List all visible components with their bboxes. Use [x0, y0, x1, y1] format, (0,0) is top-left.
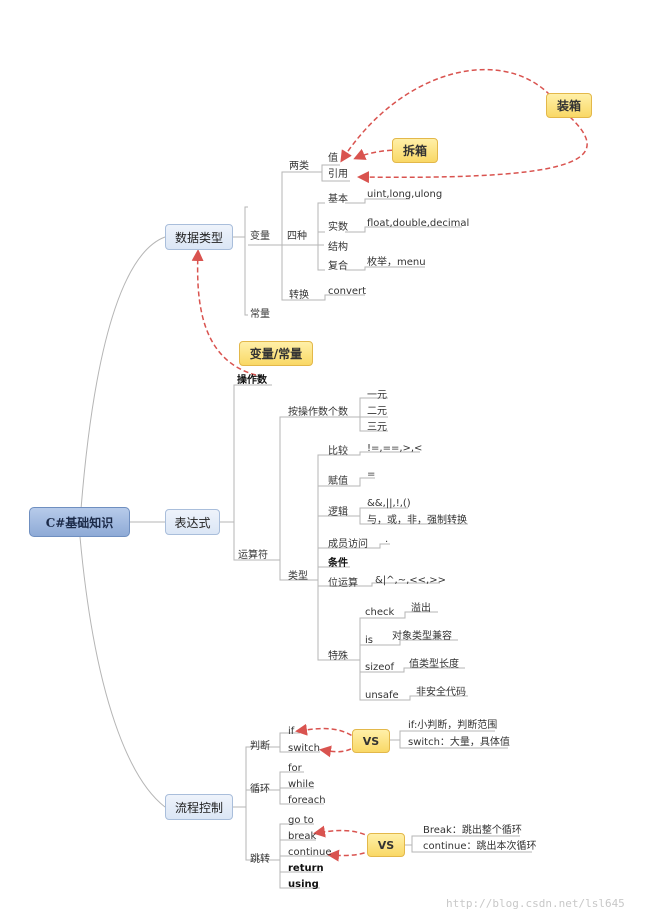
branch-flow-control[interactable]: 流程控制 [165, 794, 233, 820]
node-check[interactable]: check [365, 607, 395, 618]
callout-vs-jump: VS [367, 833, 405, 857]
node-while[interactable]: while [288, 779, 315, 790]
node-is-desc[interactable]: 对象类型兼容 [392, 631, 452, 642]
node-member-op[interactable]: . [385, 534, 389, 545]
node-if-desc[interactable]: if:小判断，判断范围 [408, 720, 498, 731]
node-operand[interactable]: 操作数 [237, 375, 267, 386]
node-jump[interactable]: 跳转 [250, 854, 270, 865]
node-switch[interactable]: switch [288, 743, 320, 754]
node-variable[interactable]: 变量 [250, 231, 270, 242]
branch-expressions[interactable]: 表达式 [165, 509, 220, 535]
node-conditional[interactable]: 条件 [328, 558, 348, 569]
node-composite[interactable]: 复合 [328, 261, 348, 272]
node-struct[interactable]: 结构 [328, 242, 348, 253]
node-return[interactable]: return [288, 863, 324, 874]
node-compare[interactable]: 比较 [328, 446, 348, 457]
node-sizeof-desc[interactable]: 值类型长度 [409, 659, 459, 670]
node-real[interactable]: 实数 [328, 222, 348, 233]
watermark-text: http://blog.csdn.net/lsl645 [446, 897, 625, 910]
node-bitwise-ops[interactable]: &|^,~,<<,>> [375, 575, 446, 586]
node-is[interactable]: is [365, 635, 373, 646]
node-by-count[interactable]: 按操作数个数 [288, 407, 348, 418]
node-binary[interactable]: 二元 [367, 406, 387, 417]
node-judge[interactable]: 判断 [250, 741, 270, 752]
node-using[interactable]: using [288, 879, 319, 890]
node-compare-ops[interactable]: !=,==,>,< [367, 443, 423, 454]
node-logic[interactable]: 逻辑 [328, 507, 348, 518]
node-unsafe[interactable]: unsafe [365, 690, 399, 701]
node-composite-types[interactable]: 枚举，menu [367, 257, 426, 268]
node-four-kinds[interactable]: 四种 [287, 231, 307, 242]
node-foreach[interactable]: foreach [288, 795, 326, 806]
node-logic-desc[interactable]: 与，或，非，强制转换 [367, 515, 467, 526]
node-unsafe-desc[interactable]: 非安全代码 [416, 687, 466, 698]
node-unary[interactable]: 一元 [367, 390, 387, 401]
node-if[interactable]: if [288, 726, 295, 737]
callout-var-const: 变量/常量 [239, 341, 313, 366]
node-continue[interactable]: continue [288, 847, 332, 858]
node-loop[interactable]: 循环 [250, 784, 270, 795]
node-constant[interactable]: 常量 [250, 309, 270, 320]
node-check-desc[interactable]: 溢出 [411, 603, 431, 614]
node-basic[interactable]: 基本 [328, 194, 348, 205]
node-break[interactable]: break [288, 831, 317, 842]
branch-data-types[interactable]: 数据类型 [165, 224, 233, 250]
node-assign-op[interactable]: = [367, 469, 376, 480]
node-operator[interactable]: 运算符 [238, 550, 268, 561]
node-convert-fn[interactable]: convert [328, 286, 367, 297]
node-break-desc[interactable]: Break：跳出整个循环 [423, 825, 522, 836]
node-sizeof[interactable]: sizeof [365, 662, 395, 673]
callout-boxing: 装箱 [546, 93, 592, 118]
node-basic-types[interactable]: uint,long,ulong [367, 189, 443, 200]
callout-unboxing: 拆箱 [392, 138, 438, 163]
node-member[interactable]: 成员访问 [328, 539, 368, 550]
node-real-types[interactable]: float,double,decimal [367, 218, 470, 229]
node-switch-desc[interactable]: switch：大量，具体值 [408, 737, 510, 748]
node-two-kinds[interactable]: 两类 [289, 161, 309, 172]
node-continue-desc[interactable]: continue：跳出本次循环 [423, 841, 537, 852]
node-convert[interactable]: 转换 [289, 290, 309, 301]
node-logic-ops[interactable]: &&,||,!,() [367, 498, 411, 509]
node-assign[interactable]: 赋值 [328, 476, 348, 487]
root-node[interactable]: C#基础知识 [29, 507, 130, 537]
node-category[interactable]: 类型 [288, 571, 308, 582]
node-ternary[interactable]: 三元 [367, 422, 387, 433]
node-value[interactable]: 值 [328, 153, 338, 164]
node-bitwise[interactable]: 位运算 [328, 578, 358, 589]
node-for[interactable]: for [288, 763, 302, 774]
node-reference[interactable]: 引用 [328, 169, 348, 180]
node-goto[interactable]: go to [288, 815, 314, 826]
callout-vs-judge: VS [352, 729, 390, 753]
node-special[interactable]: 特殊 [328, 651, 348, 662]
